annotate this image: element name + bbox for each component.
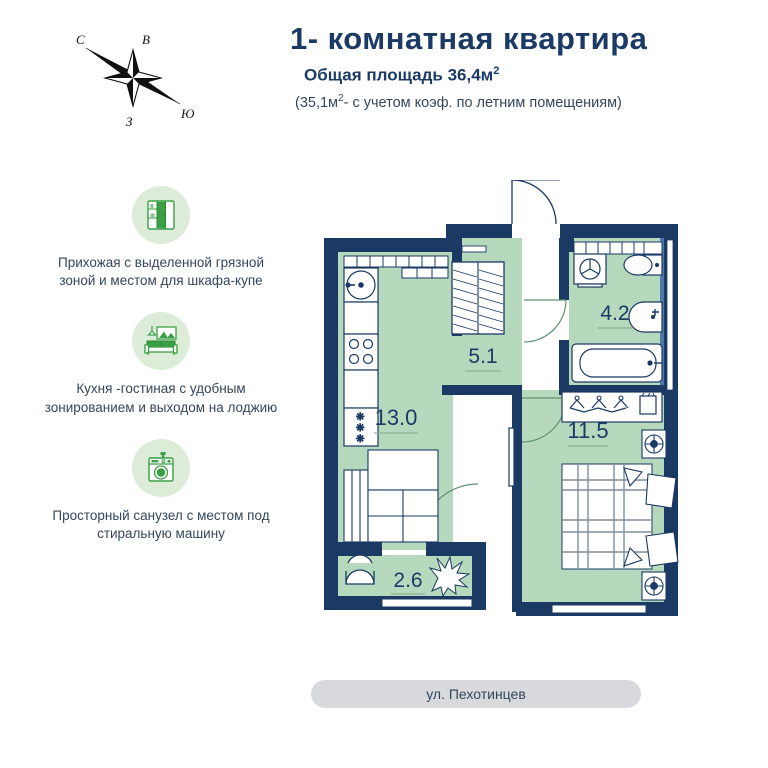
area-note-pre: (35,1м xyxy=(295,94,339,111)
bed xyxy=(561,463,653,570)
feature-text: Кухня -гостиная с удобным зонированием и… xyxy=(44,381,278,415)
nightstand-lamp xyxy=(641,429,667,459)
header: 1- комнатная квартира Общая площадь 36,4… xyxy=(290,21,750,111)
loggia-fixtures xyxy=(345,554,471,598)
feature-item-kitchen-living: Кухня -гостиная с удобным зонированием и… xyxy=(36,312,286,416)
bathroom-sink-fixture xyxy=(628,301,663,333)
bathtub-fixture xyxy=(571,343,663,383)
feature-text: Прихожая с выделенной грязной зоной и ме… xyxy=(57,255,264,289)
nightstand-lamp xyxy=(641,571,667,601)
total-area-sup: 2 xyxy=(493,65,500,78)
svg-text:✳: ✳ xyxy=(356,434,364,445)
bathroom-fixtures xyxy=(571,241,663,383)
page-title: 1- комнатная квартира xyxy=(290,21,648,56)
loggia-plant xyxy=(428,555,471,598)
floor-plan: ✳ ✳ ✳ xyxy=(316,180,698,640)
area-note: (35,1м2- с учетом коэф. по летним помеще… xyxy=(295,93,750,111)
bedroom-wardrobe xyxy=(561,391,663,423)
bathroom-upper-cabinets xyxy=(573,241,663,255)
windows xyxy=(381,239,674,614)
kitchen-stove xyxy=(343,333,379,371)
area-label-hallway: 5.1 xyxy=(465,345,501,372)
area-label-loggia: 2.6 xyxy=(391,569,425,595)
washing-machine-icon xyxy=(132,438,190,497)
upper-cabinets xyxy=(343,255,449,279)
street-label: ул. Пехотинцев xyxy=(311,680,641,708)
compass-label-west: З xyxy=(126,114,133,129)
wardrobe-icon xyxy=(132,186,190,244)
kitchen-counter-1 xyxy=(343,301,379,335)
kitchen-counter-2 xyxy=(343,369,379,409)
svg-text:✳: ✳ xyxy=(356,412,364,423)
street-label-text: ул. Пехотинцев xyxy=(426,686,526,702)
feature-text: Просторный санузел с местом под стиральн… xyxy=(52,507,270,542)
compass-label-south: Ю xyxy=(180,106,195,121)
compass-label-north: С xyxy=(76,32,85,47)
kitchen-sink xyxy=(343,267,379,303)
area-note-post: - с учетом коэф. по летним помещениям) xyxy=(343,94,622,111)
area-value: 13.0 xyxy=(375,405,418,430)
kitchen-fixtures: ✳ ✳ ✳ xyxy=(343,255,449,447)
svg-text:✳: ✳ xyxy=(356,423,364,434)
refrigerator-icon: ✳ ✳ ✳ xyxy=(343,407,379,447)
area-label-bedroom: 11.5 xyxy=(567,418,609,447)
total-area: Общая площадь 36,4м2 xyxy=(304,65,750,86)
entrance-door xyxy=(511,180,560,238)
feature-item-bathroom: Просторный санузел с местом под стиральн… xyxy=(36,438,286,543)
bed-pillows xyxy=(645,473,679,567)
area-value: 11.5 xyxy=(567,418,608,443)
area-value: 2.6 xyxy=(393,569,422,592)
area-labels: 13.0 5.1 4.2 11.5 2.6 xyxy=(374,302,632,595)
compass-rose: С В З Ю xyxy=(68,28,198,130)
area-value: 5.1 xyxy=(468,345,497,368)
bedroom-fixtures xyxy=(561,391,679,601)
area-label-kitchen-living: 13.0 xyxy=(374,405,418,434)
toilet-fixture xyxy=(623,254,663,276)
feature-list: Прихожая с выделенной грязной зоной и ме… xyxy=(36,186,286,565)
area-note-sup: 2 xyxy=(338,92,344,104)
hallway-wardrobe xyxy=(451,245,505,335)
feature-item-hallway: Прихожая с выделенной грязной зоной и ме… xyxy=(36,186,286,290)
washing-machine-fixture xyxy=(573,253,607,288)
area-label-bathroom: 4.2 xyxy=(598,302,632,329)
corner-sofa xyxy=(343,449,439,543)
compass-label-east: В xyxy=(142,32,150,47)
loggia-chair xyxy=(345,554,375,585)
door-leaf xyxy=(508,427,515,487)
total-area-label: Общая площадь 36,4м xyxy=(304,65,494,85)
area-value: 4.2 xyxy=(600,302,629,325)
sofa-icon xyxy=(132,312,190,371)
